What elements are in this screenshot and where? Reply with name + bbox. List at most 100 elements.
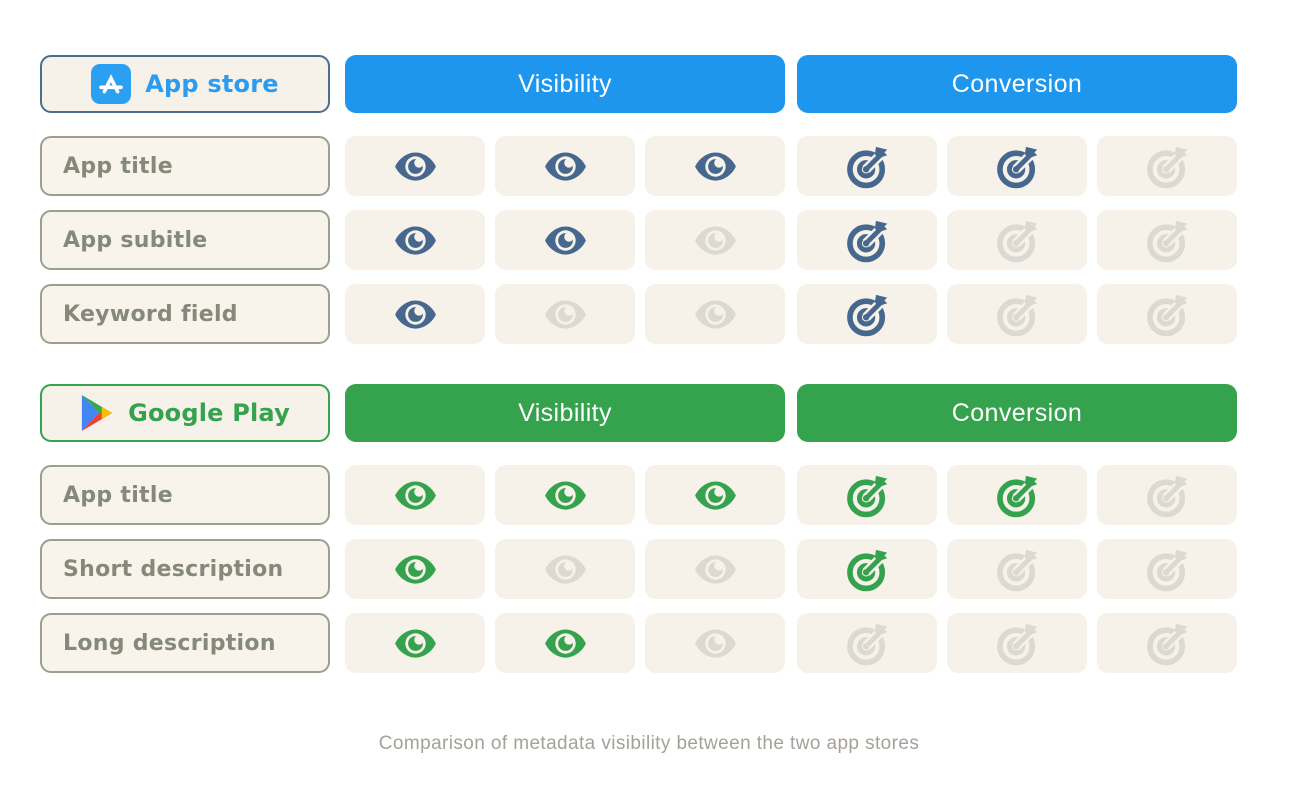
eye-icon (694, 554, 736, 584)
eye-icon (694, 628, 736, 658)
visibility-cell-active (345, 136, 485, 196)
bullseye-arrow-icon (1146, 475, 1187, 517)
eye-icon (394, 151, 436, 181)
eye-icon (544, 554, 586, 584)
bullseye-arrow-icon (1146, 220, 1187, 262)
visibility-cell-active (495, 613, 635, 673)
app-store-badge: App store (40, 55, 330, 113)
bullseye-arrow-icon (846, 220, 887, 262)
visibility-cell-group (345, 465, 785, 525)
conversion-cell-inactive (1097, 284, 1237, 344)
bullseye-arrow-icon (846, 475, 887, 517)
eye-icon (544, 151, 586, 181)
metadata-row: Long description (40, 613, 1298, 673)
bullseye-arrow-icon (1146, 146, 1187, 188)
google-play-icon (80, 394, 114, 432)
bullseye-arrow-icon (996, 475, 1037, 517)
conversion-cell-group (797, 210, 1237, 270)
conversion-cell-inactive (947, 210, 1087, 270)
row-label: App title (40, 465, 330, 525)
row-label: App subitle (40, 210, 330, 270)
conversion-cell-active (797, 210, 937, 270)
metadata-row: Keyword field (40, 284, 1298, 344)
bullseye-arrow-icon (846, 549, 887, 591)
conversion-cell-inactive (947, 539, 1087, 599)
row-label: Keyword field (40, 284, 330, 344)
bullseye-arrow-icon (996, 146, 1037, 188)
metadata-row: Short description (40, 539, 1298, 599)
conversion-cell-active (797, 465, 937, 525)
conversion-cell-inactive (1097, 613, 1237, 673)
visibility-cell-group (345, 539, 785, 599)
conversion-header: Conversion (797, 55, 1237, 113)
conversion-cell-inactive (947, 284, 1087, 344)
visibility-cell-group (345, 613, 785, 673)
row-label: App title (40, 136, 330, 196)
visibility-cell-active (345, 539, 485, 599)
app-store-rows: App title (40, 136, 1298, 344)
conversion-cell-active (797, 539, 937, 599)
visibility-cell-inactive (645, 613, 785, 673)
conversion-cell-active (797, 284, 937, 344)
conversion-cell-active (797, 136, 937, 196)
conversion-cell-inactive (1097, 136, 1237, 196)
visibility-cell-inactive (495, 539, 635, 599)
eye-icon (394, 480, 436, 510)
bullseye-arrow-icon (1146, 623, 1187, 665)
eye-icon (544, 628, 586, 658)
conversion-cell-inactive (947, 613, 1087, 673)
conversion-cell-group (797, 136, 1237, 196)
section-google-play: Google Play Visibility Conversion App ti… (40, 384, 1298, 673)
bullseye-arrow-icon (996, 623, 1037, 665)
conversion-cell-active (947, 465, 1087, 525)
row-label: Long description (40, 613, 330, 673)
bullseye-arrow-icon (846, 294, 887, 336)
row-label: Short description (40, 539, 330, 599)
app-store-icon (91, 64, 132, 104)
google-play-badge: Google Play (40, 384, 330, 442)
bullseye-arrow-icon (996, 549, 1037, 591)
store-label: Google Play (128, 399, 290, 427)
app-store-header-row: App store Visibility Conversion (40, 55, 1298, 113)
eye-icon (394, 554, 436, 584)
visibility-cell-active (345, 210, 485, 270)
conversion-cell-active (947, 136, 1087, 196)
bullseye-arrow-icon (846, 623, 887, 665)
eye-icon (694, 299, 736, 329)
visibility-cell-active (495, 136, 635, 196)
eye-icon (544, 299, 586, 329)
conversion-cell-group (797, 465, 1237, 525)
conversion-cell-inactive (1097, 465, 1237, 525)
conversion-cell-group (797, 284, 1237, 344)
visibility-cell-active (345, 465, 485, 525)
caption: Comparison of metadata visibility betwee… (378, 733, 920, 754)
eye-icon (394, 225, 436, 255)
visibility-cell-inactive (645, 284, 785, 344)
visibility-cell-active (495, 210, 635, 270)
bullseye-arrow-icon (996, 294, 1037, 336)
section-app-store: App store Visibility Conversion App titl… (40, 55, 1298, 344)
google-play-header-row: Google Play Visibility Conversion (40, 384, 1298, 442)
visibility-cell-active (495, 465, 635, 525)
conversion-cell-group (797, 539, 1237, 599)
eye-icon (544, 480, 586, 510)
visibility-header: Visibility (345, 384, 785, 442)
conversion-cell-group (797, 613, 1237, 673)
bullseye-arrow-icon (846, 146, 887, 188)
store-label: App store (145, 70, 279, 98)
eye-icon (694, 480, 736, 510)
google-play-rows: App title (40, 465, 1298, 673)
eye-icon (544, 225, 586, 255)
conversion-cell-inactive (797, 613, 937, 673)
visibility-cell-active (345, 284, 485, 344)
bullseye-arrow-icon (1146, 294, 1187, 336)
visibility-cell-group (345, 210, 785, 270)
conversion-cell-inactive (1097, 210, 1237, 270)
bullseye-arrow-icon (996, 220, 1037, 262)
visibility-cell-inactive (495, 284, 635, 344)
visibility-cell-group (345, 136, 785, 196)
eye-icon (394, 299, 436, 329)
visibility-header: Visibility (345, 55, 785, 113)
bullseye-arrow-icon (1146, 549, 1187, 591)
visibility-cell-inactive (645, 539, 785, 599)
